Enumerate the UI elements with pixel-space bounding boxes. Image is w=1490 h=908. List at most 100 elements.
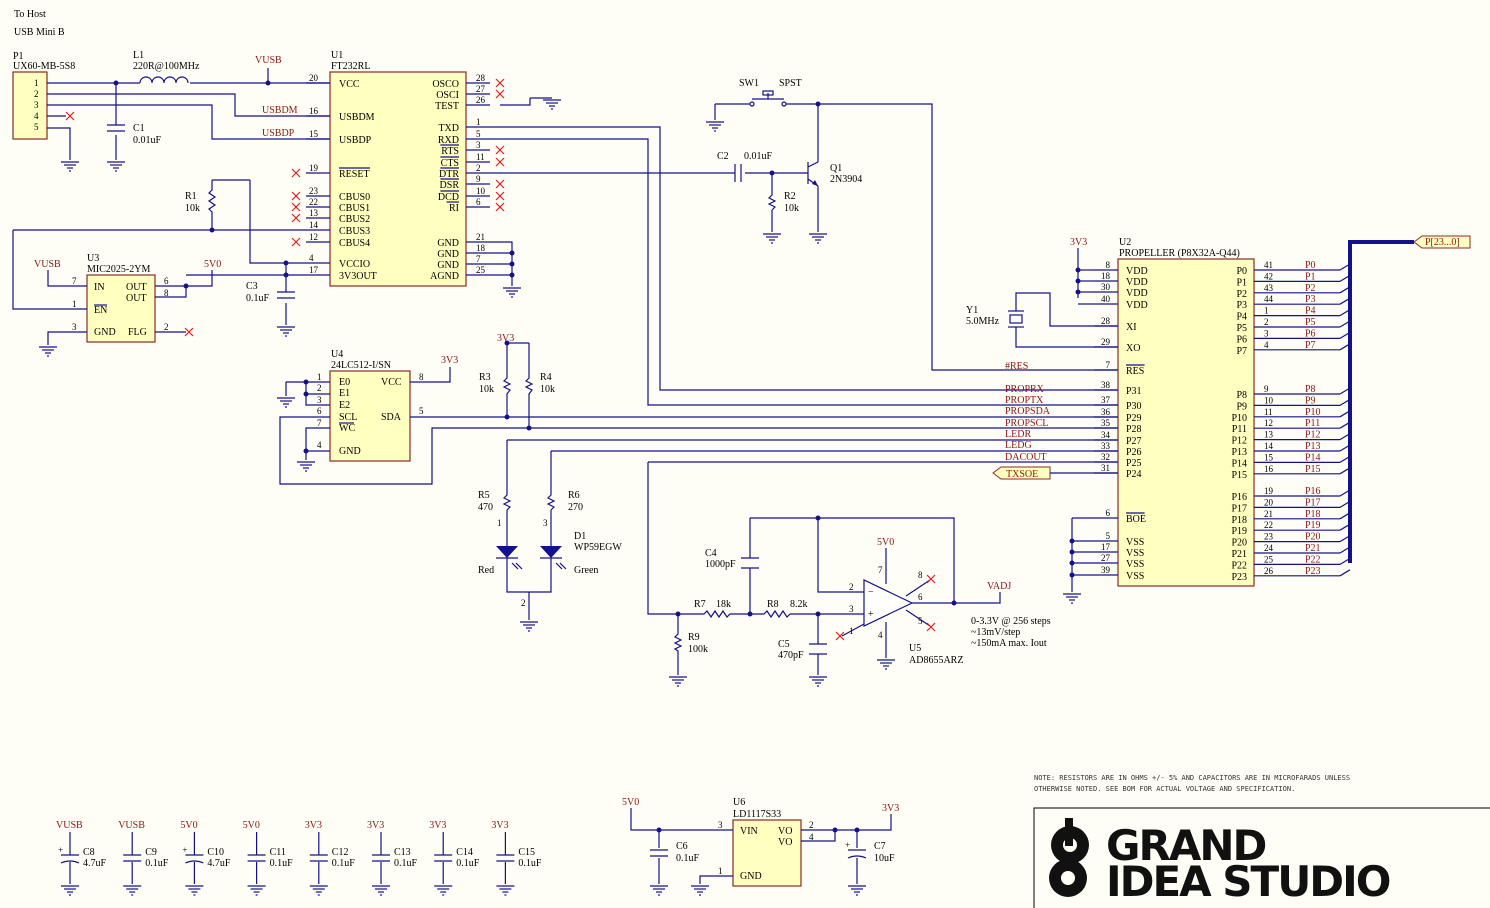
nc-marker bbox=[495, 191, 505, 201]
u2-pin-name: VDD bbox=[1126, 288, 1148, 299]
dac-wires bbox=[647, 462, 1001, 675]
u4-n6: 6 bbox=[317, 406, 322, 416]
u2-bus-label: P4 bbox=[1305, 306, 1316, 317]
nc-marker bbox=[495, 157, 505, 167]
ground-symbol bbox=[1062, 593, 1082, 604]
ground-symbol bbox=[296, 461, 316, 472]
u4-part: 24LC512-I/SN bbox=[331, 360, 391, 371]
u2-bus-label: P0 bbox=[1305, 260, 1316, 271]
resistor-r5 bbox=[502, 492, 512, 511]
r1-ref: R1 bbox=[185, 191, 197, 202]
decoupling-ref: C11 bbox=[270, 847, 286, 858]
u2-pin-name: VDD bbox=[1126, 300, 1148, 311]
u5-pin2: 2 bbox=[849, 582, 854, 592]
r4-ref: R4 bbox=[540, 372, 552, 383]
u1-left-pins: 20VCC16USBDM15USBDP19RESET23CBUS022CBUS1… bbox=[291, 73, 377, 282]
r8-ref: R8 bbox=[767, 599, 779, 610]
l1-value: 220R@100MHz bbox=[133, 61, 200, 72]
u2-pin-name: P25 bbox=[1126, 458, 1142, 469]
d1-part: WP59EGW bbox=[574, 542, 622, 553]
u1-pin-num: 28 bbox=[476, 73, 486, 83]
nc-marker bbox=[495, 145, 505, 155]
u3-ref: U3 bbox=[87, 253, 99, 264]
nc-marker bbox=[926, 622, 936, 632]
u4-sda: SDA bbox=[381, 412, 402, 423]
u2-pin-name: VSS bbox=[1126, 537, 1144, 548]
u4-n5: 5 bbox=[419, 406, 424, 416]
junction bbox=[656, 827, 662, 833]
capacitor-c5 bbox=[809, 643, 827, 655]
u1-pin-num: 21 bbox=[476, 232, 485, 242]
junction bbox=[509, 272, 515, 278]
u1-pin-name: DTR bbox=[439, 169, 459, 180]
junction bbox=[1069, 572, 1075, 578]
u1-pin-name: USBDM bbox=[339, 112, 375, 123]
u1-pin-num: 19 bbox=[309, 163, 319, 173]
u2-pin-num: 38 bbox=[1101, 380, 1111, 390]
u5-pin4: 4 bbox=[878, 630, 883, 640]
junction bbox=[815, 101, 821, 107]
u3-pin-flg: FLG bbox=[128, 327, 147, 338]
u4-n3: 3 bbox=[317, 395, 322, 405]
decoupling-net: 3V3 bbox=[429, 820, 446, 831]
u2-bus-label: P20 bbox=[1305, 532, 1321, 543]
net-5v0: 5V0 bbox=[204, 259, 221, 270]
u1-pin-num: 10 bbox=[476, 186, 486, 196]
ground-symbol bbox=[808, 676, 828, 687]
ground-symbol bbox=[668, 676, 688, 687]
ground-symbol bbox=[705, 121, 725, 132]
net-3v3: 3V3 bbox=[441, 355, 458, 366]
u2-pin-num: 13 bbox=[1264, 430, 1274, 440]
decoupling-ref: C10 bbox=[207, 847, 224, 858]
junction bbox=[832, 827, 838, 833]
d1-pin2: 2 bbox=[521, 598, 526, 608]
led-green bbox=[540, 546, 567, 570]
u1-pin-name: VCC bbox=[339, 79, 360, 90]
u2-pin-num: 31 bbox=[1101, 463, 1110, 473]
u2-pin-num: 42 bbox=[1264, 271, 1273, 281]
bus-line bbox=[1348, 240, 1414, 563]
u1-pin-name: OSCI bbox=[436, 90, 459, 101]
junction bbox=[509, 250, 515, 256]
u2-pin-num: 23 bbox=[1264, 532, 1274, 542]
c3-value: 0.1uF bbox=[246, 293, 270, 304]
u1-pin-name: CBUS0 bbox=[339, 192, 370, 203]
u6-part: LD1117S33 bbox=[733, 809, 781, 820]
c5-ref: C5 bbox=[778, 639, 790, 650]
u2-pin-num: 40 bbox=[1101, 294, 1111, 304]
d1-ref: D1 bbox=[574, 531, 586, 542]
ground-symbol bbox=[309, 885, 329, 896]
u2-chip bbox=[1117, 258, 1255, 587]
u2-pin-name: VSS bbox=[1126, 548, 1144, 559]
svg-text:+: + bbox=[845, 840, 850, 850]
u2-pin-num: 30 bbox=[1101, 282, 1111, 292]
junction bbox=[951, 600, 957, 606]
junction bbox=[303, 379, 309, 385]
grand-idea-studio-logo: GRAND IDEA STUDIO bbox=[1049, 818, 1392, 906]
r5-value: 470 bbox=[478, 502, 493, 513]
c4-ref: C4 bbox=[705, 548, 717, 559]
u1-pin-name: RTS bbox=[441, 146, 459, 157]
u2-bus-label: P12 bbox=[1305, 430, 1321, 441]
u6-vo1: VO bbox=[778, 826, 792, 837]
u1-pin-num: 4 bbox=[309, 253, 314, 263]
u2-pin-name: P26 bbox=[1126, 447, 1142, 458]
u2-pin-num: 3 bbox=[1264, 328, 1269, 338]
u3-chip bbox=[86, 274, 156, 343]
sw1-type: SPST bbox=[779, 78, 802, 89]
dac-note-2: ~13mV/step bbox=[971, 627, 1020, 638]
decoupling-value: 4.7uF bbox=[83, 858, 107, 869]
d1-red: Red bbox=[478, 565, 494, 576]
u1-pin-num: 5 bbox=[476, 129, 481, 139]
junction bbox=[283, 260, 289, 266]
r2-ref: R2 bbox=[784, 191, 796, 202]
junction bbox=[183, 283, 189, 289]
decoupling-ref: C12 bbox=[332, 847, 349, 858]
junction bbox=[526, 425, 532, 431]
u2-pin-name: P15 bbox=[1231, 470, 1247, 481]
u2-pin-num: 1 bbox=[1264, 306, 1269, 316]
c2-value: 0.01uF bbox=[744, 151, 773, 162]
